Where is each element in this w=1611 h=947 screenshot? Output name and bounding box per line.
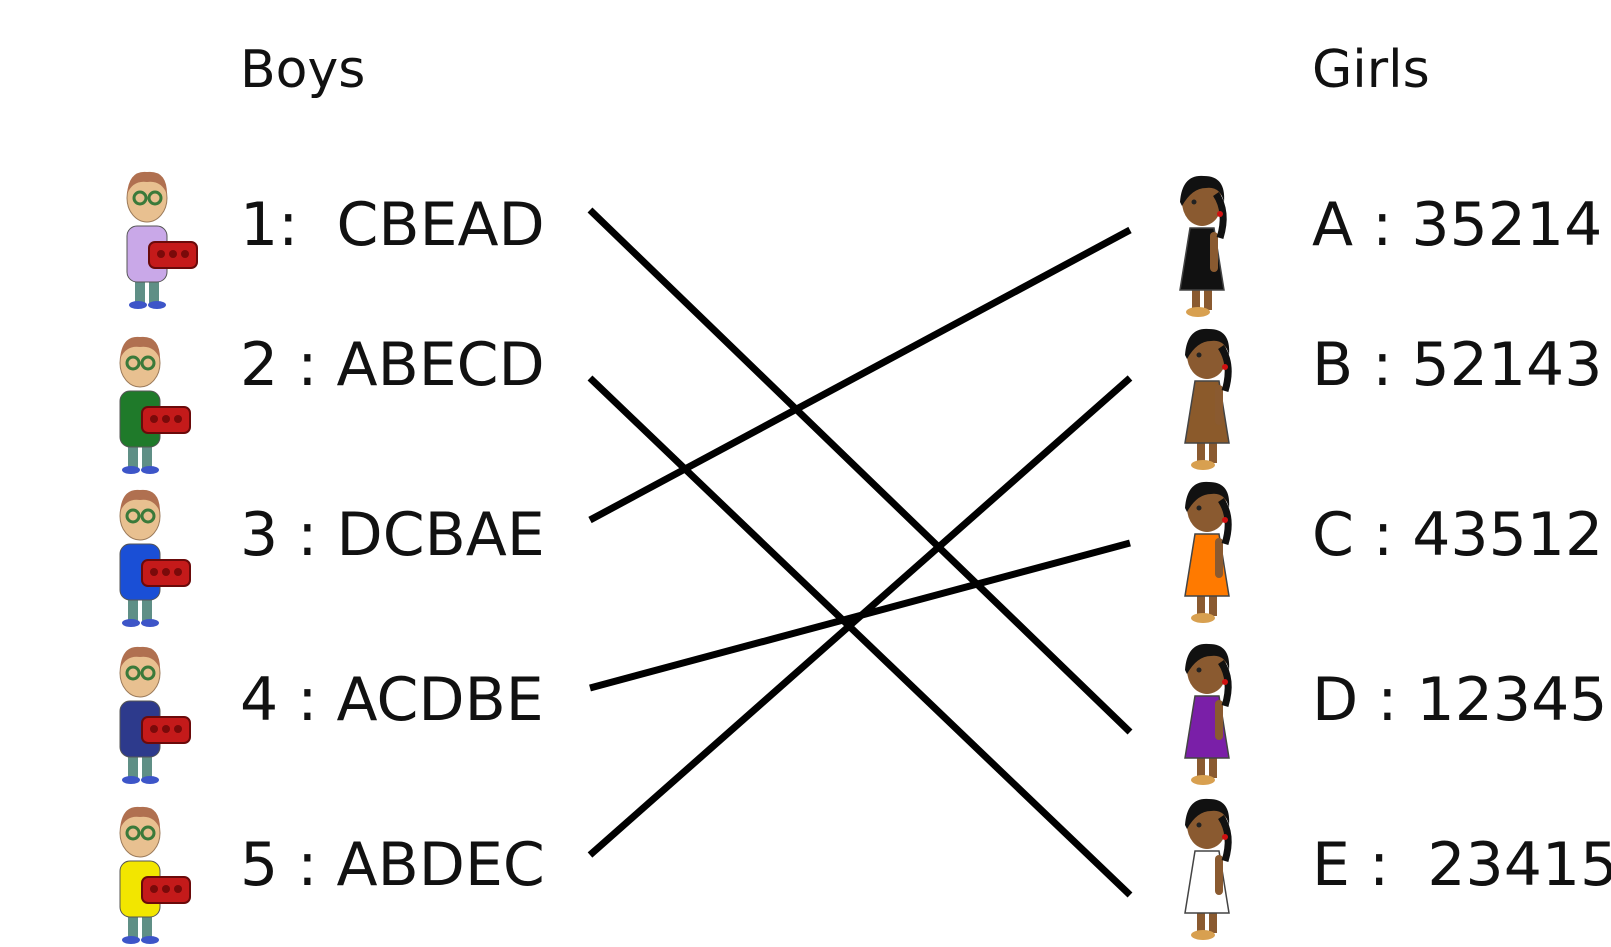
boy-label-4: 4 : ACDBE	[240, 665, 544, 735]
girl-label-b: B : 52143	[1312, 330, 1603, 400]
girl-figure-d	[1184, 643, 1232, 785]
girls-heading: Girls	[1312, 40, 1430, 100]
boys-heading: Boys	[240, 40, 366, 100]
match-line-3-a	[588, 226, 1132, 524]
girl-label-a: A : 35214	[1312, 190, 1603, 260]
match-line-1-d	[587, 207, 1133, 735]
boy-figure-4	[119, 646, 191, 784]
girl-figure-e	[1184, 798, 1232, 940]
girl-label-e: E : 23415	[1312, 830, 1611, 900]
boy-figure-5	[119, 806, 191, 944]
boy-label-5: 5 : ABDEC	[240, 830, 545, 900]
girl-label-c: C : 43512	[1312, 500, 1604, 570]
girl-figure-b	[1184, 328, 1232, 470]
girl-label-d: D : 12345	[1312, 665, 1608, 735]
boy-label-1: 1: CBEAD	[240, 190, 545, 260]
boy-label-2: 2 : ABECD	[240, 330, 545, 400]
girl-figure-a	[1179, 175, 1227, 317]
match-line-5-b	[587, 375, 1133, 858]
girl-figure-c	[1184, 481, 1232, 623]
match-line-2-e	[587, 375, 1133, 898]
boy-figure-3	[119, 489, 191, 627]
boy-label-3: 3 : DCBAE	[240, 500, 545, 570]
boy-figure-2	[119, 336, 191, 474]
boy-figure-1	[126, 171, 198, 309]
